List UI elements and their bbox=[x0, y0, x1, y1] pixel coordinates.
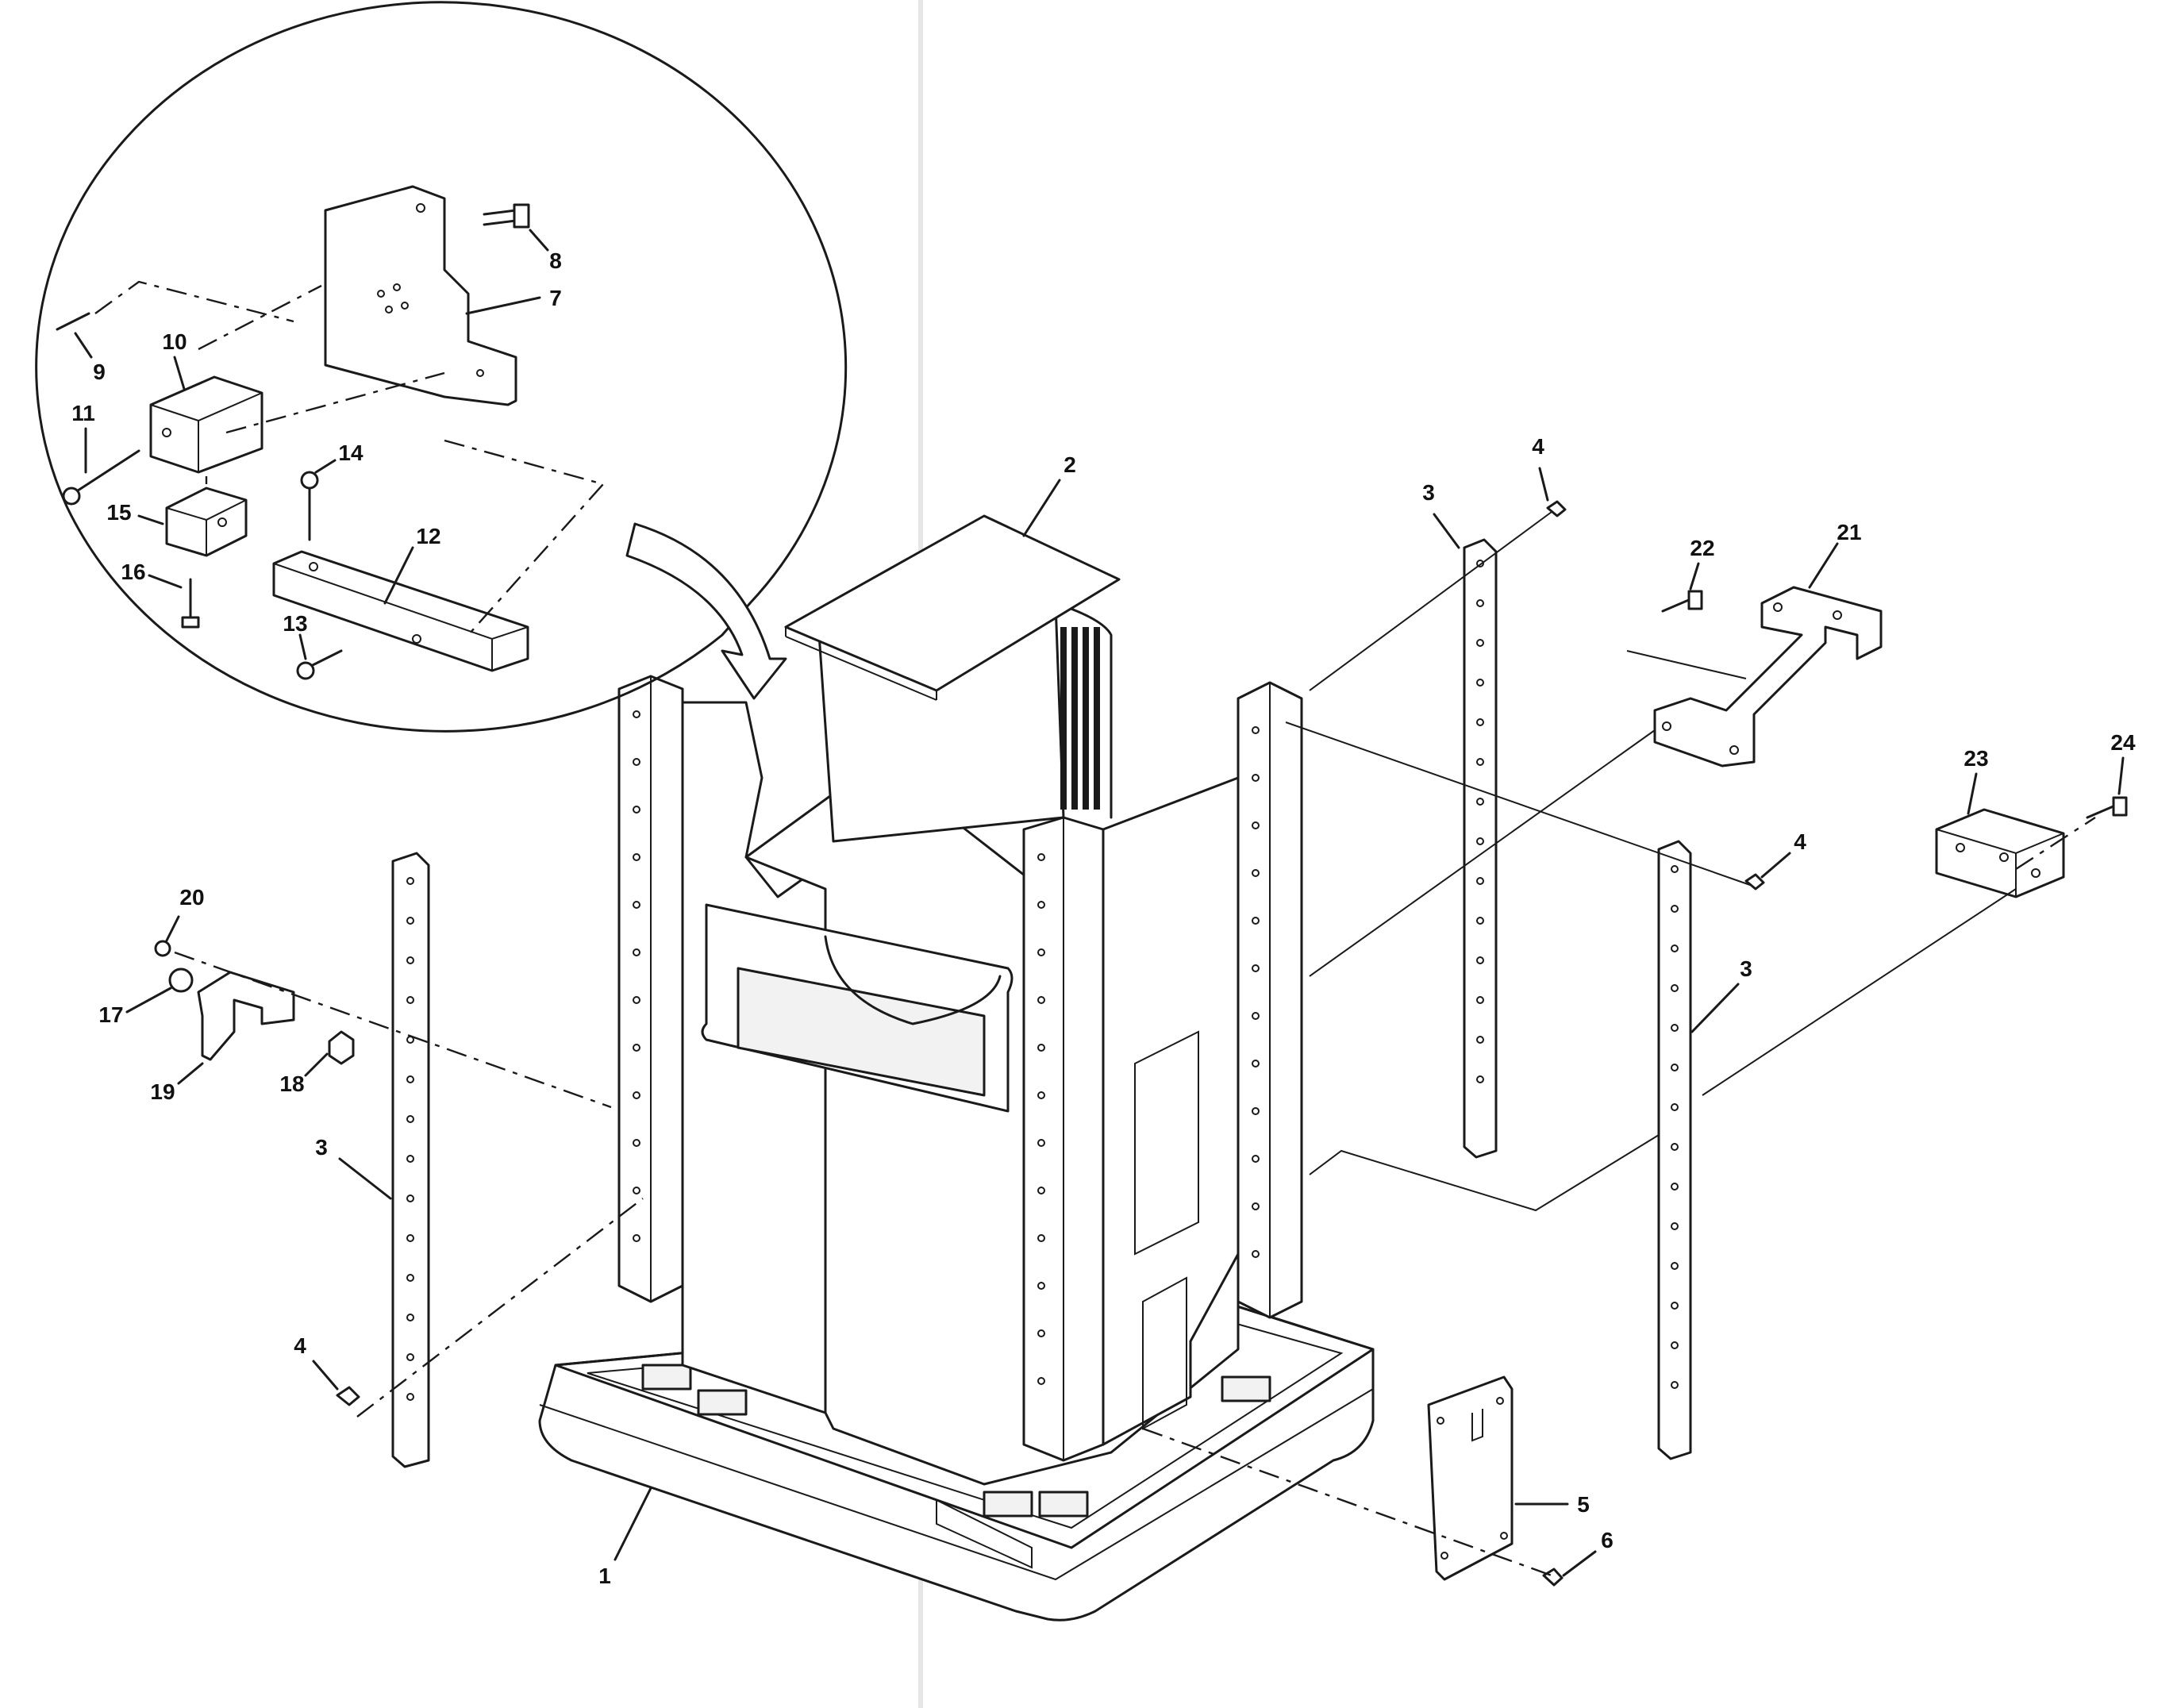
callout-label: 1 bbox=[598, 1564, 611, 1588]
cover-plate-5 bbox=[1427, 1375, 1514, 1581]
callout-label: 2 bbox=[1063, 452, 1076, 477]
callout-label: 8 bbox=[549, 248, 562, 273]
right-screws bbox=[1542, 500, 2128, 1587]
callout-1: 1 bbox=[598, 1487, 652, 1588]
callout-label: 9 bbox=[93, 360, 106, 384]
callout-5: 5 bbox=[1514, 1492, 1590, 1517]
callout-18: 18 bbox=[279, 1052, 329, 1096]
callout-label: 22 bbox=[1690, 536, 1714, 560]
rail-right-upper bbox=[1463, 538, 1498, 1159]
callout-label: 16 bbox=[121, 560, 145, 584]
callout-12: 12 bbox=[383, 524, 441, 605]
callout-19: 19 bbox=[150, 1062, 204, 1104]
block-23 bbox=[1935, 808, 2065, 898]
callout-17: 17 bbox=[98, 987, 172, 1027]
callout-23: 23 bbox=[1964, 746, 1989, 815]
callout-label: 4 bbox=[294, 1333, 306, 1358]
inset-bolts bbox=[62, 203, 530, 680]
callout-label: 17 bbox=[98, 1002, 123, 1027]
callout-label: 15 bbox=[106, 500, 131, 525]
callout-22: 22 bbox=[1689, 536, 1715, 590]
callout-label: 24 bbox=[2110, 730, 2136, 755]
callout-6: 6 bbox=[1562, 1528, 1614, 1577]
bracket-21 bbox=[1653, 586, 1883, 767]
top-plate bbox=[784, 514, 1121, 692]
callout-label: 14 bbox=[338, 440, 363, 465]
callout-label: 6 bbox=[1601, 1528, 1614, 1552]
callout-7: 7 bbox=[465, 286, 562, 315]
callout-label: 7 bbox=[549, 286, 562, 310]
bracket-19 bbox=[197, 971, 295, 1061]
callout-11: 11 bbox=[71, 401, 95, 474]
callout-label: 11 bbox=[71, 401, 95, 425]
callout-20: 20 bbox=[165, 885, 205, 942]
post-holes bbox=[633, 710, 1260, 1385]
callout-4b: 4 bbox=[1760, 829, 1806, 879]
callout-9: 9 bbox=[74, 332, 106, 384]
detail-inset bbox=[35, 1, 848, 733]
callout-3b: 3 bbox=[1422, 480, 1460, 549]
callout-4a: 4 bbox=[1532, 434, 1549, 502]
callout-label: 10 bbox=[162, 329, 187, 354]
callout-label: 3 bbox=[1740, 956, 1752, 981]
callout-3c: 3 bbox=[1690, 956, 1752, 1033]
callout-label: 3 bbox=[315, 1135, 328, 1160]
callout-16: 16 bbox=[121, 560, 183, 589]
callout-label: 4 bbox=[1794, 829, 1806, 854]
callout-label: 13 bbox=[283, 611, 307, 636]
callout-15: 15 bbox=[106, 500, 164, 525]
callout-21: 21 bbox=[1808, 520, 1862, 589]
callout-10: 10 bbox=[162, 329, 187, 390]
callout-label: 18 bbox=[279, 1071, 304, 1096]
frame-enclosure bbox=[617, 602, 1303, 1486]
callout-2: 2 bbox=[1022, 452, 1076, 537]
callout-label: 21 bbox=[1837, 520, 1861, 544]
callout-label: 20 bbox=[179, 885, 204, 910]
callout-4c: 4 bbox=[294, 1333, 339, 1391]
callout-label: 23 bbox=[1964, 746, 1988, 771]
wire-bundle bbox=[1060, 627, 1100, 810]
callout-14: 14 bbox=[314, 440, 363, 474]
callout-label: 5 bbox=[1577, 1492, 1590, 1517]
callout-label: 19 bbox=[150, 1079, 175, 1104]
rail-right-holes bbox=[1476, 560, 1679, 1389]
callout-8: 8 bbox=[529, 229, 562, 273]
callout-13: 13 bbox=[283, 611, 308, 660]
rail-left-holes bbox=[406, 877, 414, 1401]
callout-label: 4 bbox=[1532, 434, 1544, 459]
callout-label: 12 bbox=[416, 524, 440, 548]
callout-24: 24 bbox=[2110, 730, 2136, 795]
inset-arrow bbox=[625, 522, 787, 700]
callout-3a: 3 bbox=[315, 1135, 392, 1200]
callout-label: 3 bbox=[1422, 480, 1435, 505]
